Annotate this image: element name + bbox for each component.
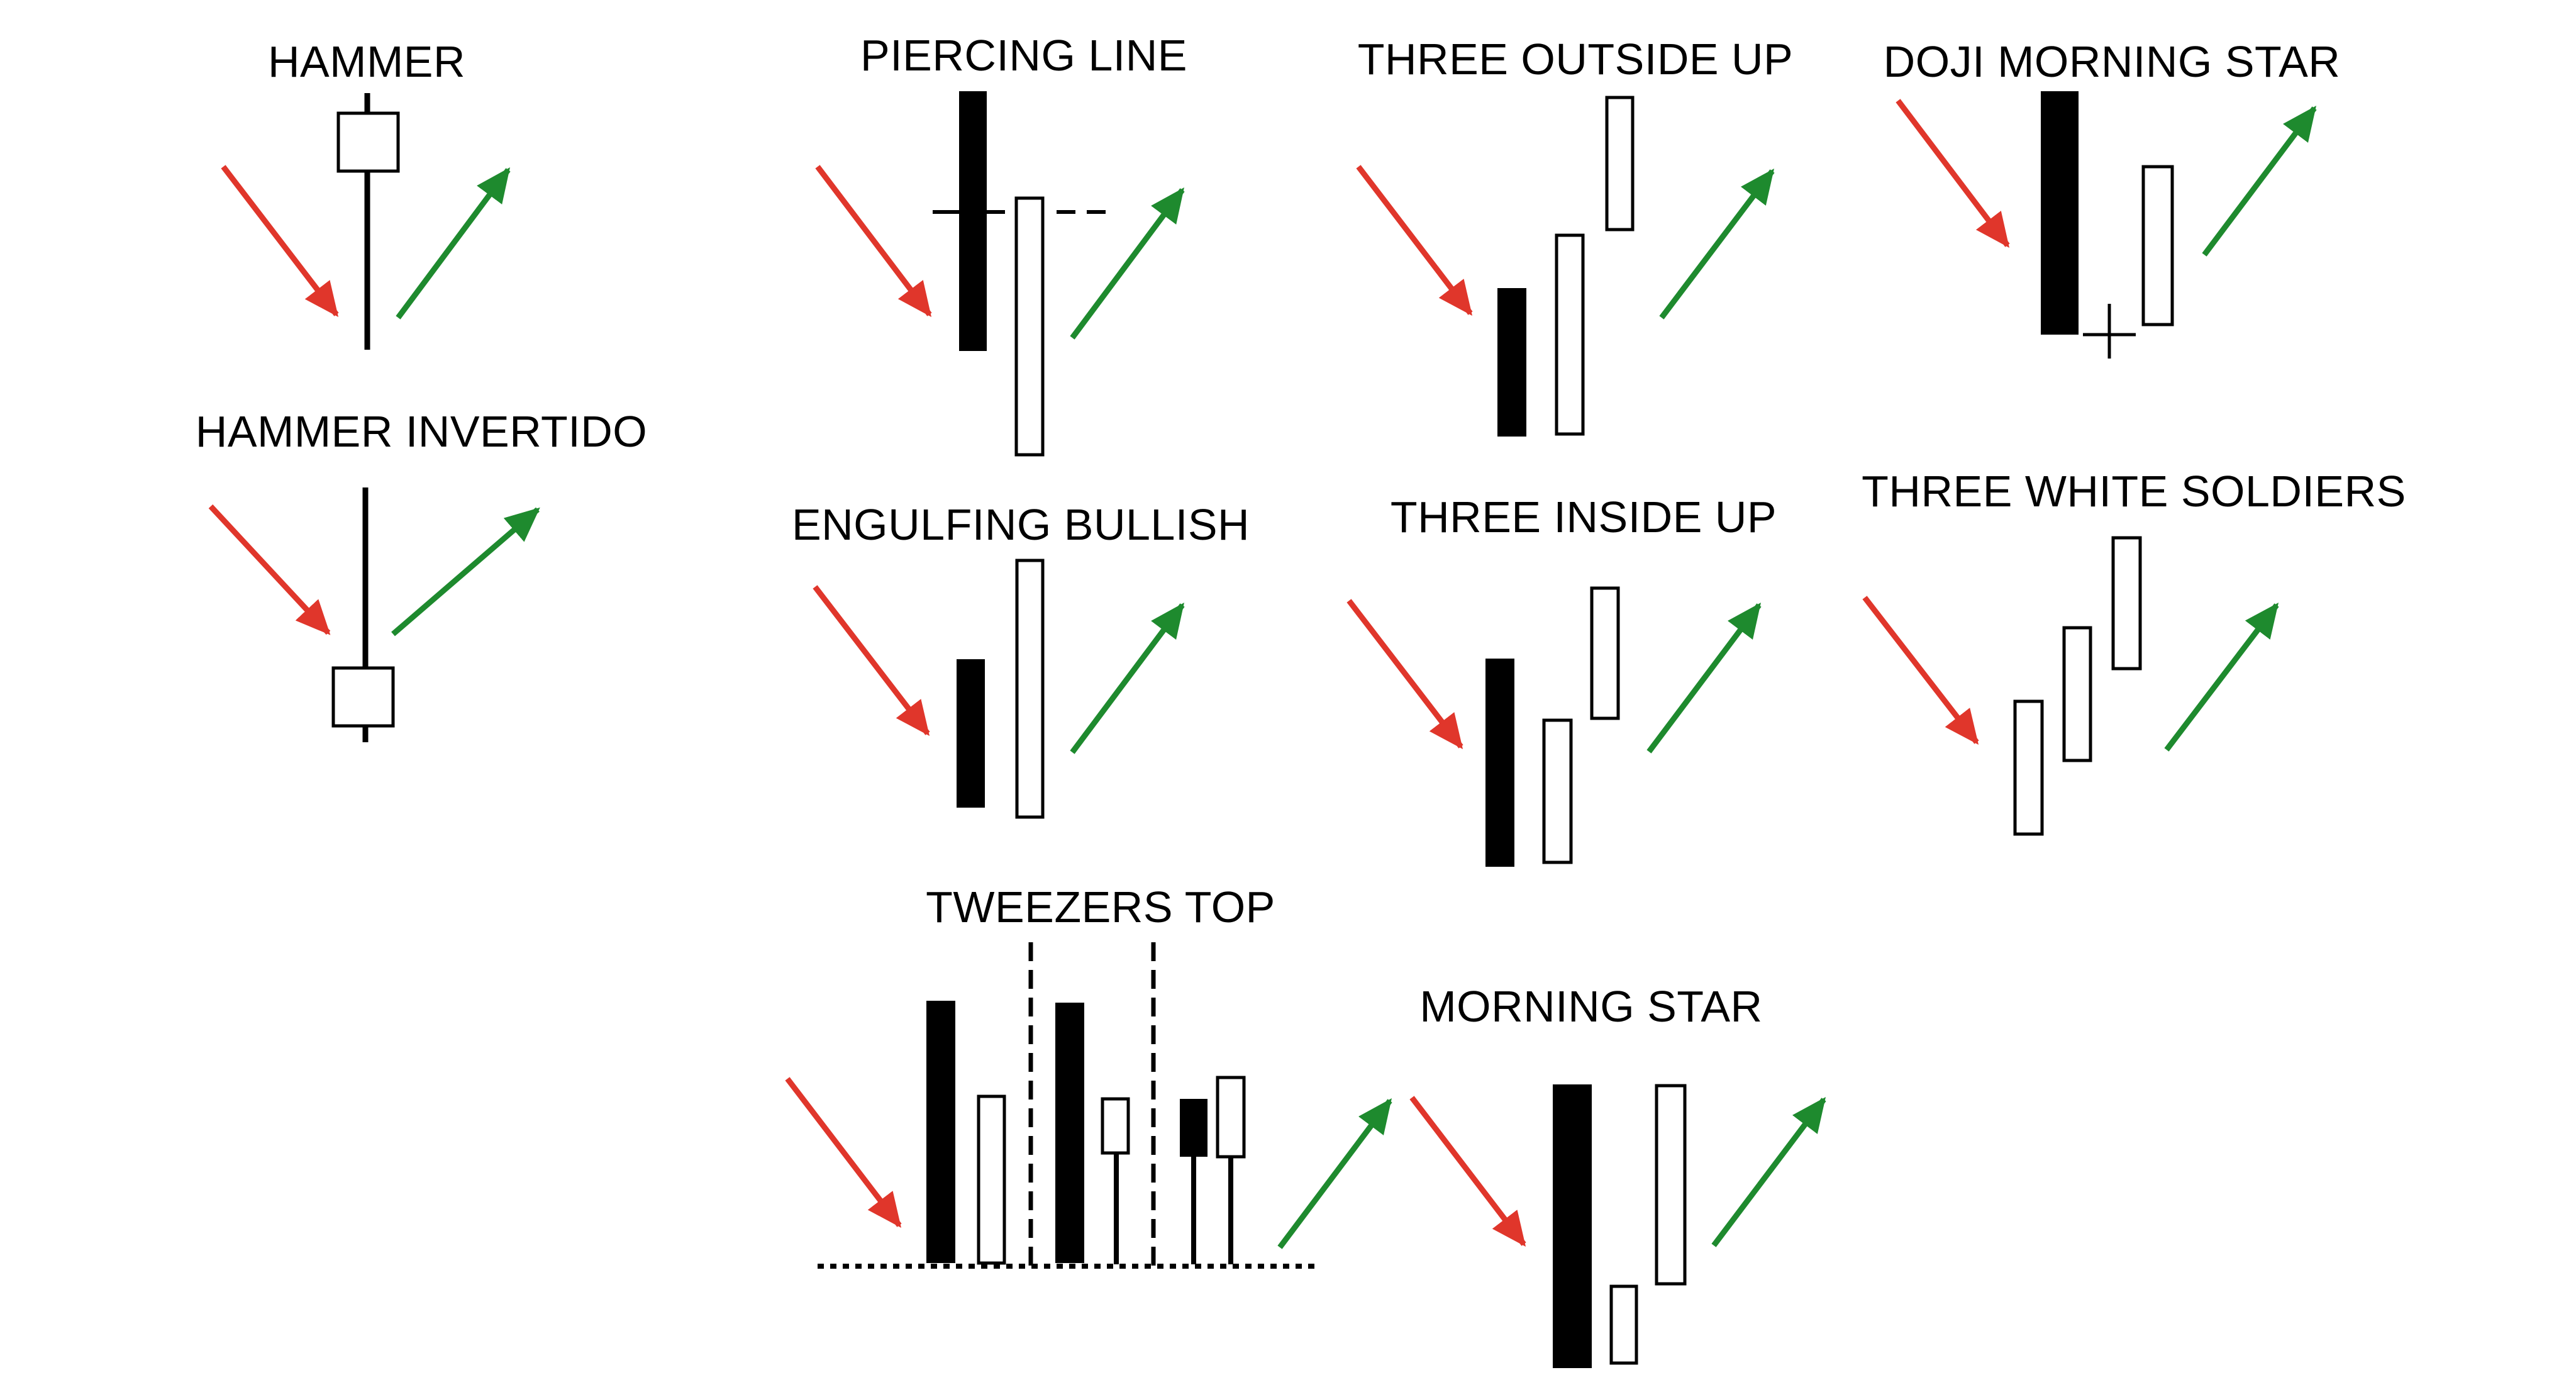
pattern-doji-morning-star	[1896, 91, 2317, 359]
bullish-arrow	[1070, 602, 1185, 754]
white-candle	[1590, 586, 1620, 720]
label-engulfing-bullish: ENGULFING BULLISH	[792, 500, 1250, 549]
white-candle	[1605, 96, 1635, 231]
black-candle	[1180, 1099, 1208, 1157]
bearish-arrow	[208, 504, 331, 635]
black-candle	[1497, 288, 1526, 437]
pattern-hammer-invertido	[208, 487, 540, 742]
white-candle	[1555, 233, 1585, 436]
bearish-arrow	[1346, 599, 1463, 749]
bullish-arrow	[2202, 106, 2317, 257]
label-hammer-invertido: HAMMER INVERTIDO	[196, 407, 647, 456]
black-candle	[926, 1001, 955, 1263]
white-candle	[1216, 1076, 1246, 1159]
white-candle	[1542, 718, 1573, 864]
bullish-arrow	[391, 507, 540, 637]
pattern-engulfing-bullish	[813, 559, 1185, 819]
pattern-three-white-soldiers	[1862, 536, 2279, 836]
pattern-morning-star	[1409, 1084, 1826, 1368]
label-three-outside-up: THREE OUTSIDE UP	[1358, 35, 1794, 84]
white-candle	[331, 666, 395, 728]
white-candle	[2062, 626, 2092, 762]
label-three-white-soldiers: THREE WHITE SOLDIERS	[1862, 467, 2406, 516]
bearish-arrow	[1896, 99, 2010, 248]
white-candle	[1101, 1097, 1130, 1155]
black-candle	[2041, 91, 2079, 335]
white-candle	[1609, 1284, 1638, 1365]
bearish-arrow	[221, 165, 339, 317]
bullish-arrow	[1711, 1097, 1826, 1247]
black-candle	[957, 659, 985, 808]
label-hammer: HAMMER	[268, 37, 465, 86]
black-candle	[959, 91, 987, 351]
white-candle	[2111, 536, 2142, 671]
white-candle	[2141, 165, 2174, 326]
black-candle	[1553, 1084, 1592, 1368]
pattern-three-inside-up	[1346, 586, 1762, 867]
black-candle	[1485, 659, 1514, 867]
bearish-arrow	[815, 165, 932, 317]
label-morning-star: MORNING STAR	[1419, 982, 1762, 1031]
white-candle	[2013, 699, 2044, 836]
bullish-arrow	[1659, 169, 1775, 320]
bullish-arrow	[1277, 1098, 1392, 1249]
label-three-inside-up: THREE INSIDE UP	[1391, 493, 1777, 542]
bullish-arrow	[396, 167, 511, 320]
bearish-arrow	[1409, 1096, 1526, 1247]
label-piercing-line: PIERCING LINE	[860, 31, 1187, 80]
label-tweezers-top: TWEEZERS TOP	[926, 883, 1275, 932]
bullish-arrow	[1070, 187, 1185, 340]
white-candle	[977, 1094, 1006, 1265]
pattern-hammer	[221, 93, 511, 350]
pattern-tweezers-top	[785, 942, 1392, 1269]
white-candle	[1655, 1084, 1687, 1286]
white-candle	[336, 111, 400, 173]
black-candle	[1055, 1003, 1084, 1263]
pattern-piercing-line	[815, 91, 1185, 457]
white-candle	[1015, 559, 1045, 819]
bullish-arrow	[1646, 603, 1762, 754]
label-doji-morning-star: DOJI MORNING STAR	[1884, 37, 2341, 86]
pattern-three-outside-up	[1356, 96, 1775, 437]
bearish-arrow	[813, 585, 930, 736]
bullish-arrow	[2164, 603, 2279, 752]
bearish-arrow	[785, 1077, 902, 1228]
bearish-arrow	[1356, 165, 1473, 316]
bearish-arrow	[1862, 596, 1979, 745]
white-candle	[1014, 196, 1045, 457]
